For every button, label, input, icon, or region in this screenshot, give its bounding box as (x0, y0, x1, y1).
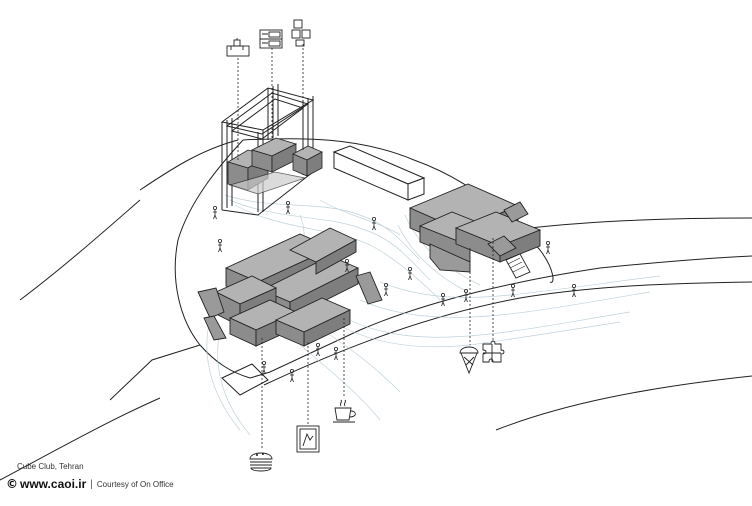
central-building-cluster (197, 227, 383, 347)
tower-interior-boxes (227, 137, 323, 195)
separator: | (90, 478, 93, 490)
courtesy-text: Courtesy of On Office (96, 479, 174, 489)
framed-art-icon (296, 425, 320, 453)
ice-cream-icon (459, 346, 479, 375)
burger-icon (249, 452, 273, 472)
bunk-bed-icon (259, 29, 283, 49)
reception-desk-icon (226, 38, 250, 57)
leader-lines (237, 44, 494, 450)
puzzle-icon (482, 340, 505, 363)
right-building-cluster (408, 183, 542, 279)
stacked-cubes-icon (291, 19, 311, 47)
annex-block (332, 145, 426, 201)
project-title: Cube Club, Tehran (17, 462, 84, 471)
copyright-symbol: © (6, 477, 18, 491)
credit-line: © www.caoi.ir | Courtesy of On Office (6, 477, 174, 491)
coffee-cup-icon (333, 399, 356, 423)
site-boundary (0, 138, 752, 481)
website-link[interactable]: www.caoi.ir (20, 477, 87, 491)
